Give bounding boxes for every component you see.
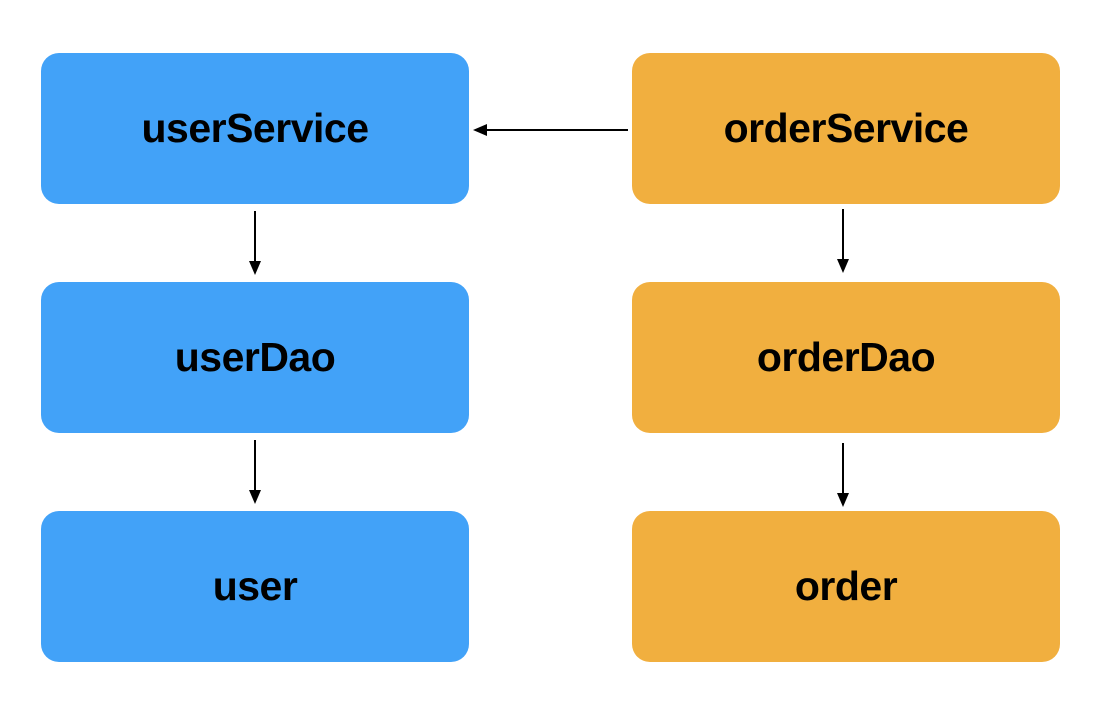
arrow-user-service-to-user-dao <box>249 211 261 275</box>
order-label: order <box>794 563 898 609</box>
order-dao-label: orderDao <box>756 334 936 380</box>
arrow-order-service-to-user-service <box>473 124 628 136</box>
user-dao-node: userDao <box>41 282 469 433</box>
order-service-label: orderService <box>723 105 969 151</box>
user-dao-label: userDao <box>174 334 336 380</box>
arrow-user-dao-to-user <box>249 440 261 504</box>
user-node: user <box>41 511 469 662</box>
arrow-order-service-to-order-dao <box>837 209 849 273</box>
arrow-order-dao-to-order <box>837 443 849 507</box>
order-service-node: orderService <box>632 53 1060 204</box>
user-service-label: userService <box>141 105 369 151</box>
user-service-node: userService <box>41 53 469 204</box>
order-node: order <box>632 511 1060 662</box>
order-dao-node: orderDao <box>632 282 1060 433</box>
user-label: user <box>212 563 298 609</box>
